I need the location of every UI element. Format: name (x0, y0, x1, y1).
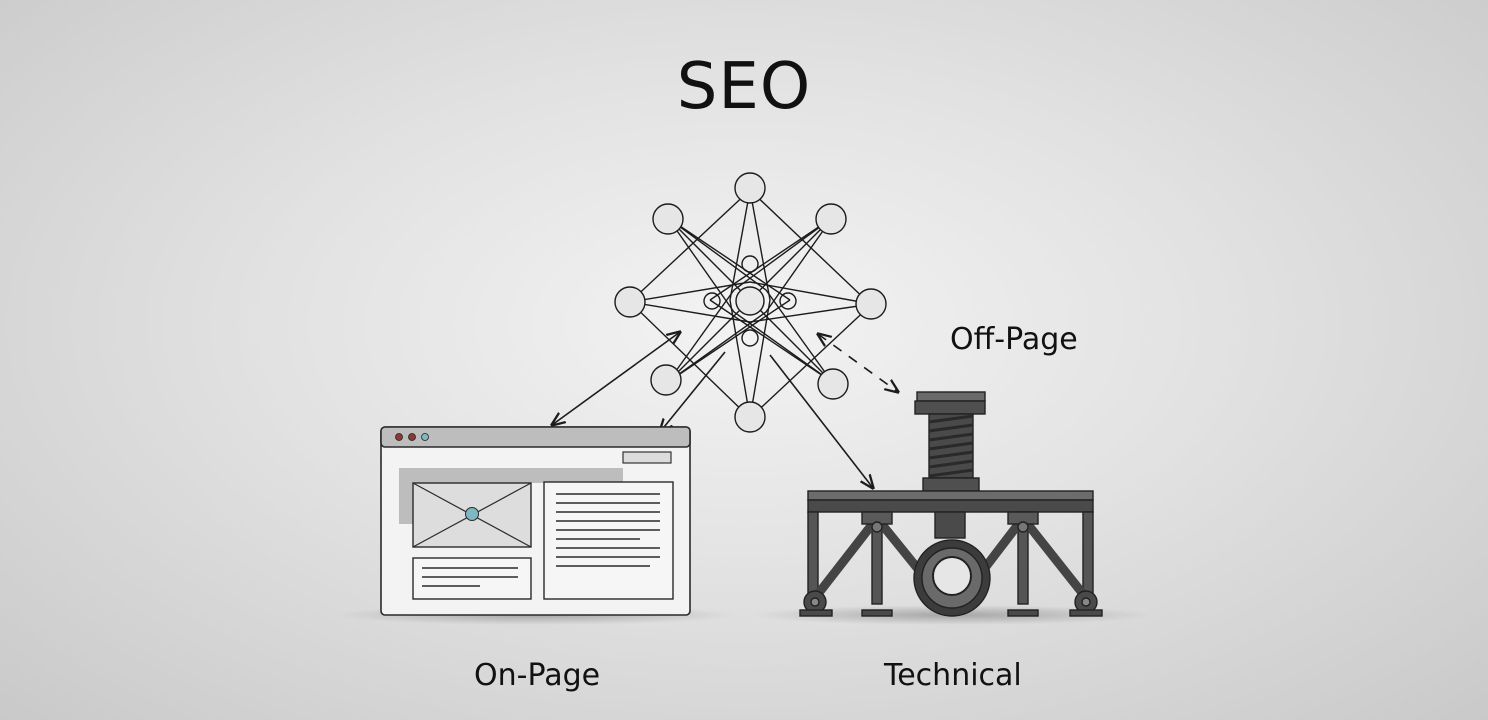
technical-label: Technical (884, 658, 1022, 693)
browser-window-icon (380, 426, 691, 616)
press-machine-icon (799, 391, 1103, 617)
arrow-star-to-browser-right (660, 351, 726, 432)
diagram-title: SEO (676, 50, 812, 124)
arrow-star-to-browser-left (552, 332, 680, 425)
arrow-star-to-machine (769, 354, 873, 488)
network-star-icon (614, 172, 887, 433)
on-page-label: On-Page (474, 658, 601, 693)
dashed-arrow-off-page (818, 334, 898, 392)
off-page-label: Off-Page (950, 322, 1078, 357)
